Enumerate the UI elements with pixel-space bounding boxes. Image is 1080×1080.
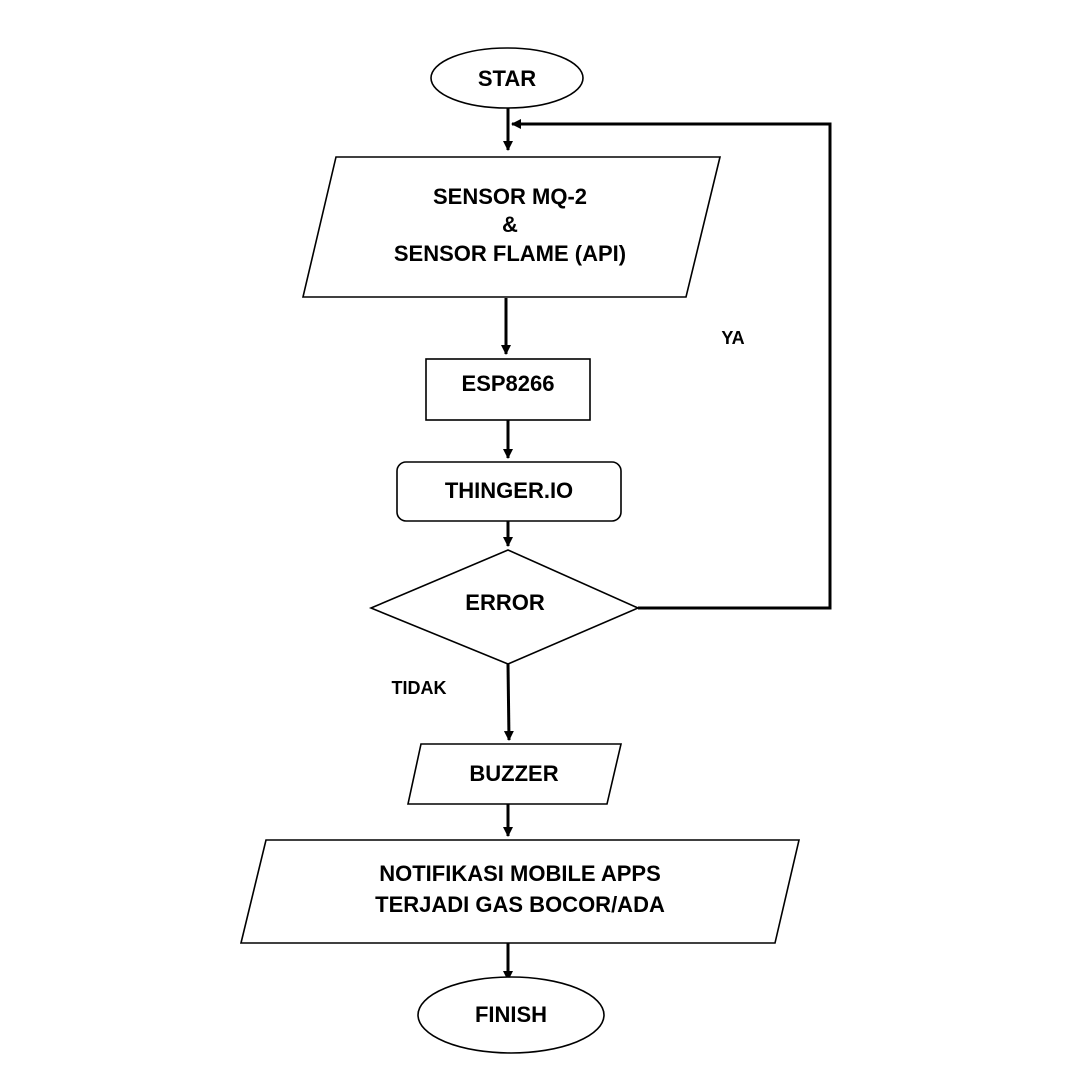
sensor-input-line-3: SENSOR FLAME (API) <box>394 241 626 266</box>
sensor-input-node: SENSOR MQ-2 & SENSOR FLAME (API) <box>301 156 722 298</box>
buzzer-label: BUZZER <box>469 761 558 786</box>
start-ellipse <box>430 47 584 109</box>
connector-error-to-buzzer-no <box>503 663 514 741</box>
sensor-input-parallelogram <box>301 156 722 298</box>
sensor-input-line-1: SENSOR MQ-2 <box>433 184 587 209</box>
finish-node: FINISH <box>417 976 605 1054</box>
esp8266-rect <box>425 358 591 421</box>
start-node: STAR <box>430 47 584 109</box>
finish-ellipse <box>417 976 605 1054</box>
buzzer-parallelogram <box>407 743 623 805</box>
connectors <box>501 108 832 981</box>
notification-parallelogram <box>239 839 801 944</box>
start-label: STAR <box>478 66 536 91</box>
buzzer-node: BUZZER <box>407 743 623 805</box>
connector-error-loop-yes <box>511 119 832 610</box>
error-decision-label: ERROR <box>465 590 545 615</box>
thinger-rounded-rect <box>396 461 622 522</box>
error-decision-node: ERROR <box>368 549 640 665</box>
notification-line-2: TERJADI GAS BOCOR/ADA <box>375 892 665 917</box>
notification-line-1: NOTIFIKASI MOBILE APPS <box>379 861 661 886</box>
thinger-node: THINGER.IO <box>396 461 622 522</box>
esp8266-label: ESP8266 <box>462 371 555 396</box>
edge-label-no: TIDAK <box>392 678 447 698</box>
error-decision-diamond <box>368 549 640 665</box>
notification-node: NOTIFIKASI MOBILE APPS TERJADI GAS BOCOR… <box>239 839 801 944</box>
esp8266-node: ESP8266 <box>425 358 591 421</box>
thinger-label: THINGER.IO <box>445 478 573 503</box>
edge-label-yes: YA <box>721 328 744 348</box>
finish-label: FINISH <box>475 1002 547 1027</box>
sensor-input-line-2: & <box>502 212 518 237</box>
